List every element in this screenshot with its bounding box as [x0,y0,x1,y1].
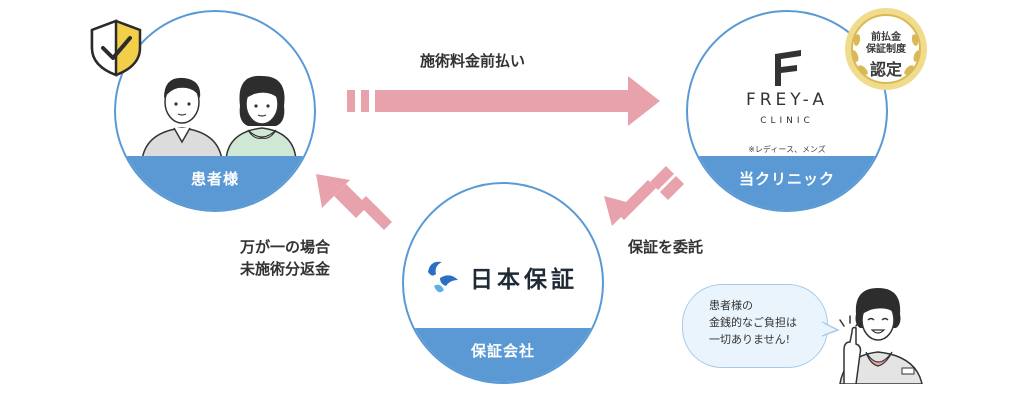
guarantor-logo-text: 日本保証 [470,267,578,293]
badge-line1: 前払金 [871,32,901,43]
prepay-arrow [347,76,660,126]
prepay-label: 施術料金前払い [420,52,526,70]
clinic-label: 当クリニック [688,156,886,210]
staff-illustration [839,288,923,384]
badge-line3: 認定 [869,60,902,79]
clinic-logo-name: FREY-A [745,90,829,110]
speech-line3: 一切ありません! [709,333,791,346]
shield-check-icon [90,19,142,77]
entrust-label: 保証を委託 [628,238,704,256]
clinic-logo-sub: CLINIC [760,116,814,126]
clinic-note: ※レディース、メンズ [748,145,826,154]
certification-badge: 前払金 保証制度 認定 [843,6,929,92]
speech-line1: 患者様の [709,299,753,312]
patient-label: 患者様 [116,156,314,210]
badge-line2: 保証制度 [866,44,906,55]
refund-line1: 万が一の場合 [240,238,331,256]
guarantor-logo-icon [428,261,458,293]
speech-line2: 金銭的なご負担は [709,316,797,329]
speech-bubble: 患者様の 金銭的なご負担は 一切ありません! [682,284,828,368]
guarantor-node: 日本保証 保証会社 [402,182,604,384]
refund-line2: 未施術分返金 [240,260,331,278]
bubble-tail [822,321,840,337]
patients-illustration [141,75,297,160]
guarantor-label: 保証会社 [404,328,602,382]
patient-node: 患者様 [114,10,316,212]
laurel-badge-icon [845,8,927,90]
entrust-arrow [604,166,684,226]
refund-arrow [316,174,392,230]
refund-label: 万が一の場合 未施術分返金 [240,236,330,280]
clinic-logo-icon [775,50,801,86]
